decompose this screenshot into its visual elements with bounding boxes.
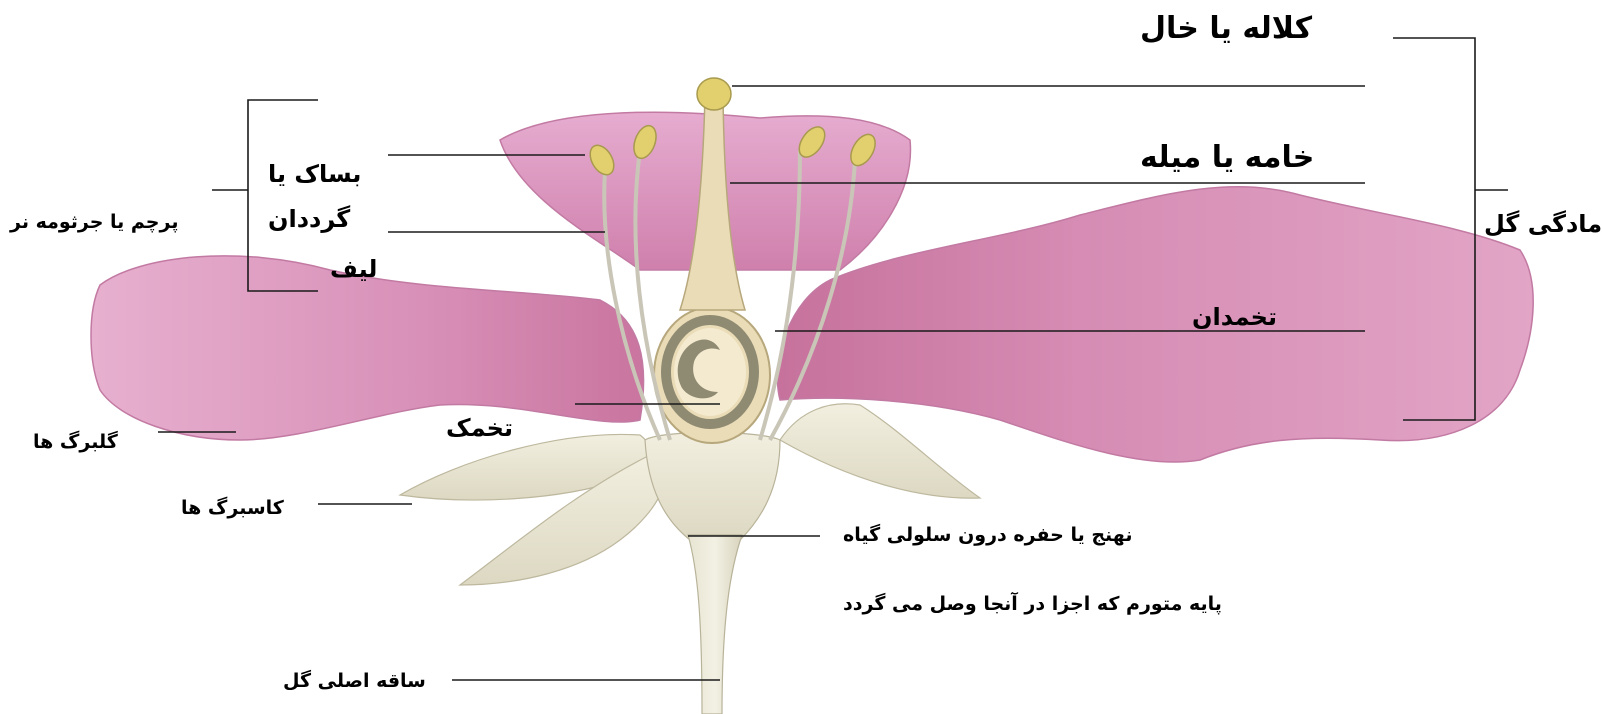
label-stamen: پرچم یا جرثومه نر — [10, 211, 178, 233]
label-anther-1: بساک یا — [268, 160, 361, 188]
label-receptacle-2: پایه متورم که اجزا در آنجا وصل می گردد — [843, 593, 1222, 615]
label-ovary: تخمدان — [1192, 303, 1277, 331]
label-receptacle-1: نهنج یا حفره درون سلولی گیاه — [843, 524, 1132, 546]
label-stem: ساقه اصلی گل — [283, 670, 426, 692]
stigma — [697, 78, 731, 110]
label-sepals: کاسبرگ ها — [181, 497, 284, 519]
label-pistil: مادگی گل — [1484, 210, 1602, 238]
receptacle — [645, 433, 780, 541]
left-petal — [91, 256, 644, 440]
label-filament: لیف — [330, 255, 377, 283]
label-style: خامه یا میله — [1140, 140, 1314, 175]
label-stigma: کلاله یا خال — [1140, 11, 1312, 46]
flower-stem — [688, 535, 742, 714]
label-ovule: تخمک — [446, 414, 513, 442]
label-anther-2: گرددان — [268, 205, 350, 233]
sepal-right — [780, 404, 980, 498]
label-petals: گلبرگ ها — [33, 431, 118, 453]
